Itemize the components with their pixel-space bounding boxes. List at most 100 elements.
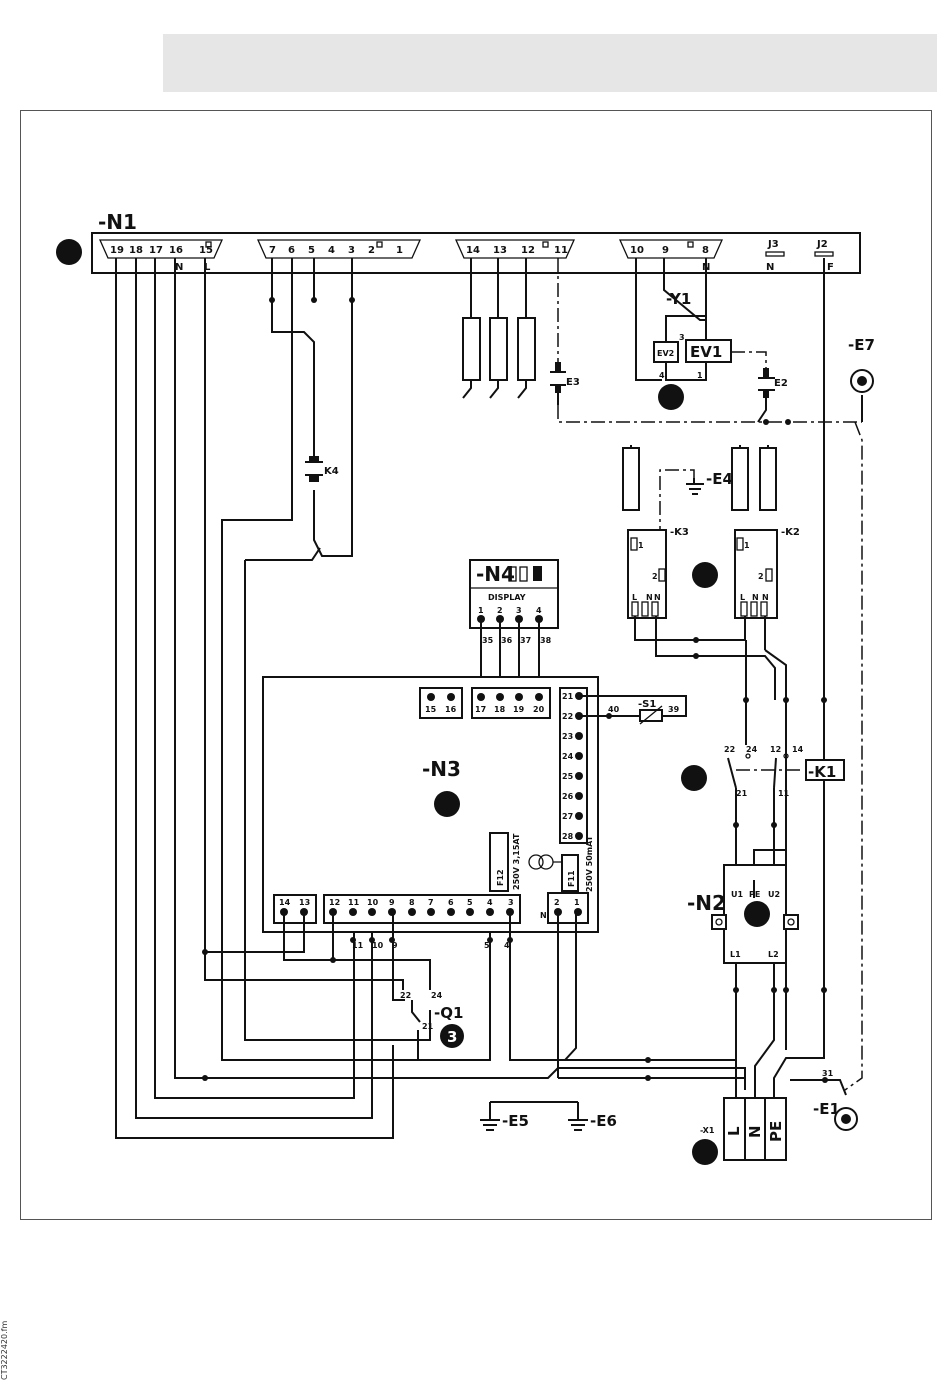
n4-wire-38: 38 — [540, 636, 552, 645]
connector-n1: -N1 19 18 17 16 15 N L 7 6 5 4 3 2 1 14 … — [56, 210, 861, 274]
callout-bullet-n1 — [56, 239, 82, 265]
e6-label: -E6 — [590, 1112, 617, 1130]
n1-n-label: N — [175, 262, 183, 273]
f12-rating: 250V 3,15AT — [512, 833, 521, 890]
callout-bullet-n2 — [744, 901, 770, 927]
e5-label: -E5 — [502, 1112, 529, 1130]
n3-pin-27: 27 — [562, 812, 573, 821]
callout-bullet-k1 — [681, 765, 707, 791]
n1-pin-3: 3 — [348, 245, 355, 256]
k1-contact-12: 12 — [770, 745, 781, 754]
e1-label: -E1 — [813, 1100, 840, 1118]
s1-label: -S1 — [638, 699, 656, 710]
n3-bottom-n: N — [540, 911, 547, 920]
k3-pin-l: L — [632, 593, 637, 602]
n4-pin-1: 1 — [478, 606, 484, 615]
k4-wiring: K4 — [221, 258, 491, 1061]
n3-pin-13: 13 — [299, 898, 310, 907]
n4-pin-2: 2 — [497, 606, 503, 615]
y1-label: -Y1 — [666, 290, 691, 308]
callout-bullet-y1 — [658, 384, 684, 410]
callout-bullet-relays — [692, 562, 718, 588]
n1-pin-9: 9 — [662, 245, 669, 256]
relay-k2 — [734, 529, 778, 619]
n3-pin-11: 11 — [348, 898, 360, 907]
j3-label: J3 — [767, 239, 779, 250]
n3-pin-28: 28 — [562, 832, 574, 841]
n1-pin-2: 2 — [368, 245, 375, 256]
n1-pin-8: 8 — [702, 245, 709, 256]
k3-pin-1: 1 — [638, 541, 644, 550]
n1-pin-7: 7 — [269, 245, 276, 256]
terminal-block-x1: -X1 L N PE — [692, 1097, 787, 1165]
n3-wire-11: 11 — [352, 941, 364, 950]
n1-pin-14: 14 — [466, 245, 480, 256]
k1-contact-24: 24 — [746, 745, 758, 754]
q1-contact-24: 24 — [431, 991, 443, 1000]
n3-wire-5: 5 — [484, 941, 490, 950]
header-band — [163, 34, 937, 92]
e7-label: -E7 — [848, 336, 875, 354]
x1-term-l: L — [725, 1126, 743, 1136]
n3-pin-4: 4 — [487, 898, 493, 907]
n3-pin-5: 5 — [467, 898, 473, 907]
k1-contact-14: 14 — [792, 745, 804, 754]
j2-f: F — [827, 262, 834, 273]
k2-pin-1: 1 — [744, 541, 750, 550]
n2-label: -N2 — [687, 891, 726, 915]
n2-pin-l1: L1 — [730, 950, 741, 959]
n2-pin-l2: L2 — [768, 950, 779, 959]
k1-contact-11: 11 — [778, 789, 790, 798]
ev1-label: EV1 — [690, 343, 722, 361]
n1-pin-6: 6 — [288, 245, 295, 256]
k2-pin-n1: N — [752, 593, 759, 602]
display-n4: -N4 DISPLAY 1 2 3 4 35 36 37 38 — [469, 559, 559, 695]
n3-pin-6: 6 — [448, 898, 454, 907]
x1-term-pe: PE — [767, 1121, 785, 1142]
relays-k3-k2: -E4 -K3 1 2 L N N -K2 1 2 L N N — [622, 445, 800, 745]
terminal-e1: 31 -E1 — [790, 1069, 858, 1131]
s1-wire-39: 39 — [668, 705, 680, 714]
n3-label: -N3 — [422, 757, 461, 781]
n4-pin-3: 3 — [516, 606, 522, 615]
valve-y1: -Y1 EV2 EV1 3 4 1 — [635, 258, 732, 410]
n1-pin-4: 4 — [328, 245, 335, 256]
n3-pin-26: 26 — [562, 792, 574, 801]
e3-label: E3 — [566, 377, 580, 388]
q1-contact-22: 22 — [400, 991, 411, 1000]
n1-pin-5: 5 — [308, 245, 315, 256]
contactor-k1: 22 24 12 14 -K1 21 11 — [681, 258, 845, 1098]
k3-pin-n1: N — [646, 593, 653, 602]
x1-term-n: N — [746, 1125, 764, 1138]
e4-label: -E4 — [706, 470, 733, 488]
n3-pin-24: 24 — [562, 752, 574, 761]
n3-pin-12: 12 — [329, 898, 340, 907]
n1-pin-15: 15 — [199, 245, 213, 256]
k2-pin-2: 2 — [758, 572, 764, 581]
y1-pin-1: 1 — [697, 371, 703, 380]
n3-pin-23: 23 — [562, 732, 573, 741]
n3-pin-17: 17 — [475, 705, 486, 714]
n4-wire-36: 36 — [501, 636, 513, 645]
k1-contact-22: 22 — [724, 745, 735, 754]
module-n2: -N2 U1 PE U2 L1 L2 — [687, 849, 799, 1098]
n1-pin-17: 17 — [149, 245, 163, 256]
s1-wire-40: 40 — [608, 705, 620, 714]
n3-pin-20: 20 — [533, 705, 545, 714]
k2-pin-l: L — [740, 593, 745, 602]
n1-pin-11: 11 — [554, 245, 568, 256]
k3-pin-n2: N — [654, 593, 661, 602]
n1-pin-16: 16 — [169, 245, 183, 256]
n3-pin-18: 18 — [494, 705, 506, 714]
k2-pin-n2: N — [762, 593, 769, 602]
q1-wiring: 11 10 9 5 4 -Q1 22 24 21 3 — [205, 912, 745, 1098]
n3-pin-25: 25 — [562, 772, 574, 781]
n3-pin-22: 22 — [562, 712, 573, 721]
n3-pin-7: 7 — [428, 898, 434, 907]
j3-n: N — [766, 262, 774, 273]
n3-pin-8: 8 — [409, 898, 415, 907]
n1-pin-13: 13 — [493, 245, 507, 256]
y1-pin-3: 3 — [679, 333, 685, 342]
q1-badge-number: 3 — [447, 1028, 457, 1046]
n3-wire-9: 9 — [392, 941, 398, 950]
